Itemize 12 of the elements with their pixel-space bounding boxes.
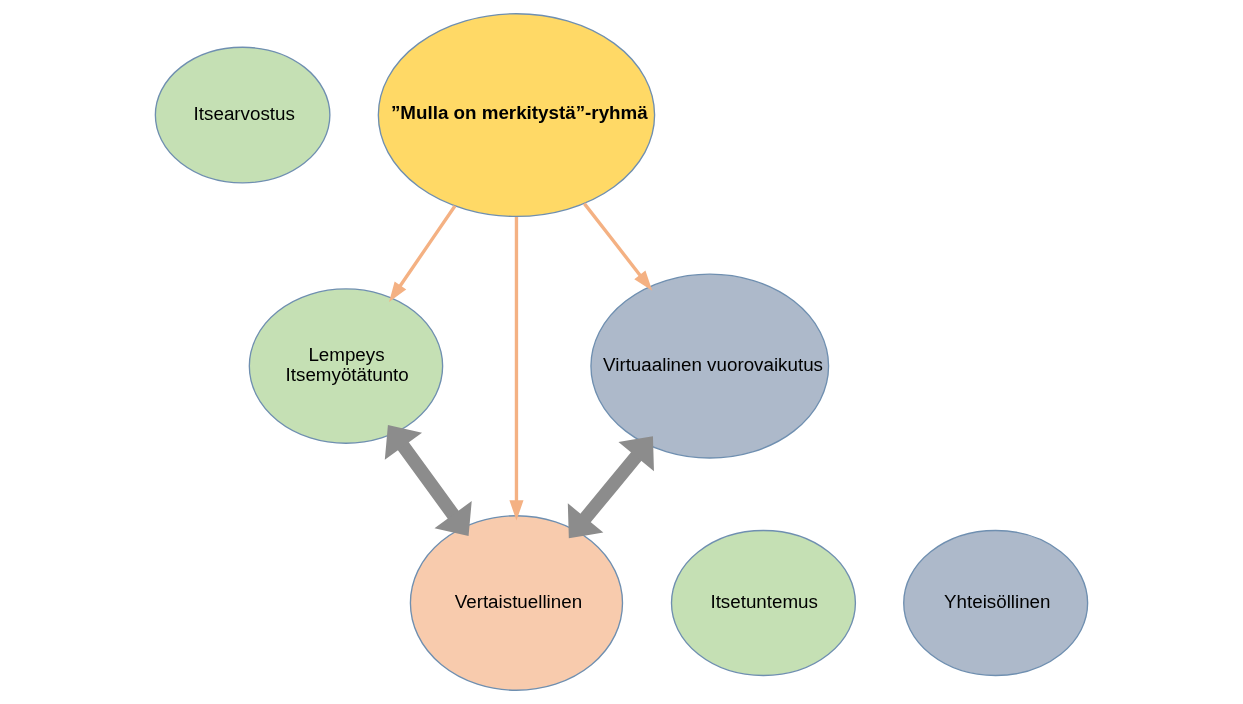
node-ellipse: Vertaistuellinen [409,515,624,691]
arrow [509,216,524,521]
node-ellipse: Virtuaalinen vuorovaikutus [590,273,830,459]
arrow [384,425,472,536]
node-ellipse: Itsetuntemus [670,529,857,677]
arrow [583,202,653,291]
node-ellipse: ”Mulla on merkitystä”-ryhmä [377,13,656,218]
node-ellipse: Itsearvostus [154,46,331,184]
arrow [389,205,457,303]
node-ellipse: Yhteisöllinen [903,529,1089,677]
node-ellipse: Lempeys Itsemyötätunto [248,288,444,444]
arrow [567,436,654,539]
